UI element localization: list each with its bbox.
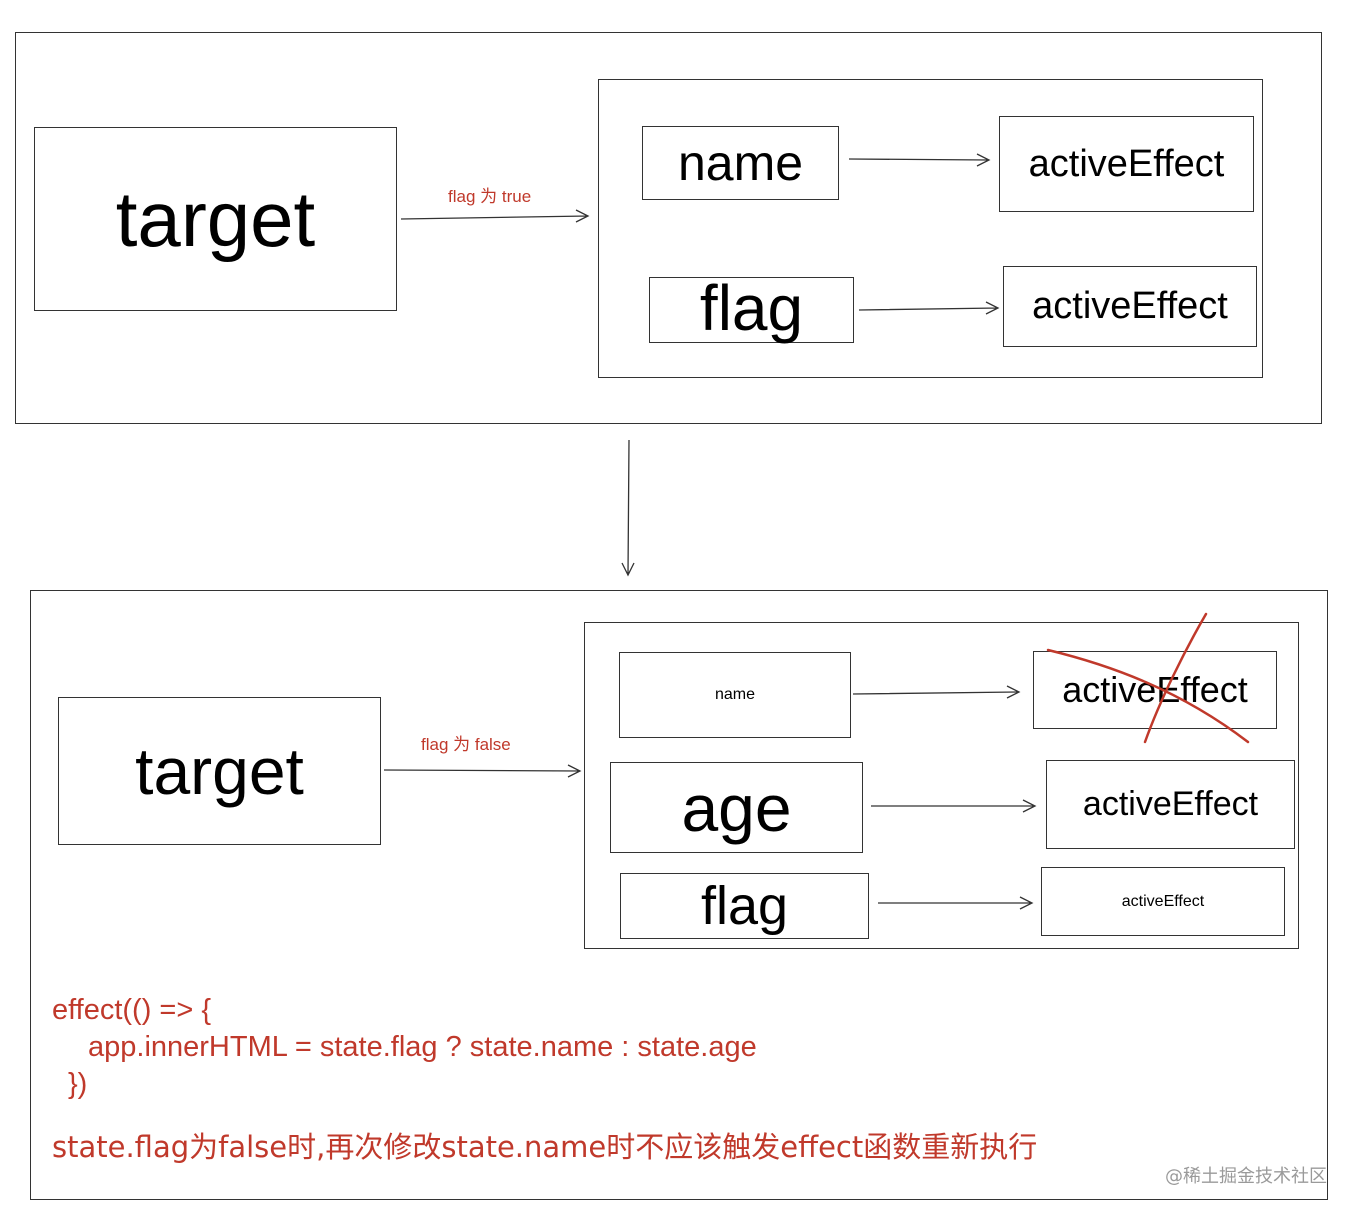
bottom-key-flag-label: flag: [700, 876, 789, 936]
top-key-name: name: [642, 126, 839, 200]
top-key-flag: flag: [649, 272, 854, 344]
bottom-key-name: name: [619, 652, 851, 738]
code-note: state.flag为false时,再次修改state.name时不应该触发ef…: [52, 1130, 1038, 1164]
top-key-flag-label: flag: [699, 272, 804, 344]
bottom-effect-flag: activeEffect: [1041, 867, 1285, 936]
top-effect-flag-label: activeEffect: [1032, 285, 1228, 327]
bottom-effect-flag-label: activeEffect: [1121, 892, 1205, 910]
bottom-effect-name: activeEffect: [1033, 651, 1277, 729]
bottom-effect-age-label: activeEffect: [1082, 785, 1259, 823]
top-target-node: target: [34, 127, 397, 311]
bottom-effect-name-label: activeEffect: [1062, 669, 1248, 710]
top-effect-name-label: activeEffect: [1028, 142, 1225, 185]
bottom-key-name-label: name: [714, 686, 756, 703]
bottom-edge-label: flag 为 false: [421, 735, 511, 754]
code-line-1: effect(() => {: [52, 994, 212, 1026]
bottom-key-age: age: [610, 762, 863, 853]
bottom-key-age-label: age: [681, 770, 792, 845]
bottom-effect-age: activeEffect: [1046, 760, 1295, 849]
transition-arrow: [621, 439, 635, 577]
top-edge-label: flag 为 true: [448, 187, 532, 206]
bottom-target-label: target: [135, 734, 304, 808]
top-effect-name: activeEffect: [999, 116, 1254, 212]
bottom-key-flag: flag: [620, 873, 869, 939]
top-effect-flag: activeEffect: [1003, 266, 1257, 347]
bottom-target-node: target: [58, 697, 381, 845]
code-line-3: }): [68, 1068, 88, 1100]
top-target-label: target: [115, 174, 316, 263]
watermark: @稀土掘金技术社区: [1165, 1166, 1327, 1187]
code-line-2: app.innerHTML = state.flag ? state.name …: [88, 1031, 757, 1063]
top-key-name-label: name: [677, 135, 804, 191]
